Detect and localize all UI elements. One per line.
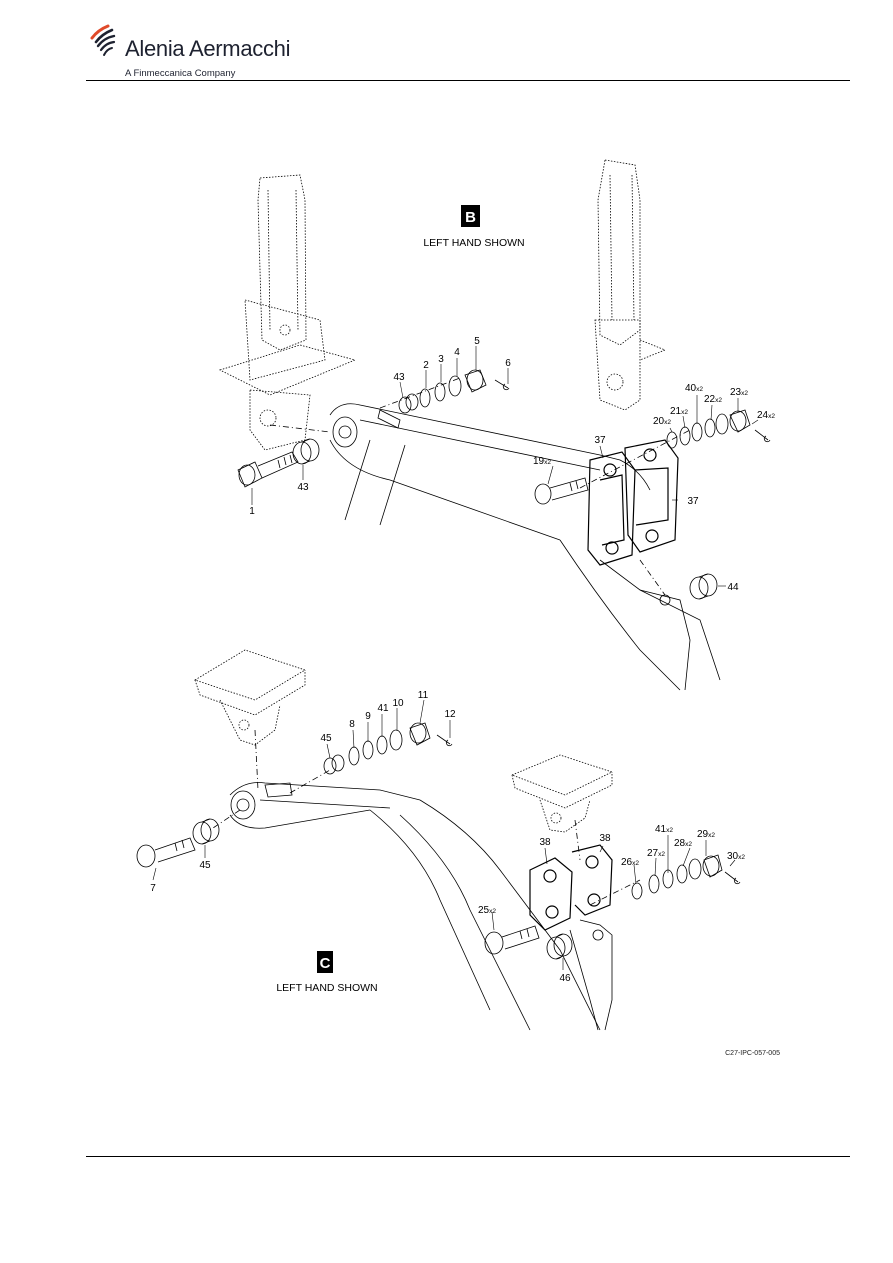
callout-label: 30x2: [727, 851, 745, 862]
company-name: Alenia Aermacchi: [125, 36, 291, 61]
callout-label: 38: [599, 833, 611, 844]
view-c-marker: [317, 951, 333, 973]
callout-label: 24x2: [757, 410, 775, 421]
callout-label: 43: [393, 372, 405, 383]
upper-right-fitting: [594, 159, 667, 411]
lower-right-fitting: [510, 754, 614, 833]
callout-label: 10: [392, 698, 404, 709]
company-logo-icon: [90, 24, 116, 56]
bolt-25: [484, 925, 540, 955]
callout-label: 37: [687, 496, 699, 507]
callout-label: 1: [249, 506, 255, 517]
callout-label: 41: [377, 703, 389, 714]
view-c-caption: LEFT HAND SHOWN: [276, 982, 377, 994]
upper-arm: [329, 403, 721, 691]
callout-label: 2: [423, 360, 429, 371]
callout-label: 19x2: [533, 456, 551, 467]
view-c-letter: C: [320, 955, 331, 972]
callout-label: 9: [365, 711, 371, 722]
callout-label: 7: [150, 883, 156, 894]
footer-rule: [86, 1156, 850, 1157]
callout-label: 22x2: [704, 394, 722, 405]
callout-label: 45: [320, 733, 332, 744]
callout-label: 26x2: [621, 857, 639, 868]
callout-label: 25x2: [478, 905, 496, 916]
plates-38: [529, 844, 613, 931]
view-b-marker: [461, 205, 480, 227]
callout-label: 44: [727, 582, 739, 593]
figure-code: C27-IPC-057-005: [725, 1050, 780, 1057]
callout-label: 41x2: [655, 824, 673, 835]
callout-label: 5: [474, 336, 480, 347]
bolt-19: [534, 477, 589, 505]
bushing-44: [689, 573, 718, 600]
lower-arm: [229, 782, 601, 1031]
upper-stack-left: [398, 369, 510, 414]
callout-label: 21x2: [670, 406, 688, 417]
callout-label: 3: [438, 354, 444, 365]
callout-label: 11: [418, 690, 429, 701]
callout-label: 6: [505, 358, 511, 369]
header-rule: [86, 80, 850, 81]
callout-label: 37: [594, 435, 606, 446]
bushing-45-lower: [192, 818, 220, 845]
callout-label: 29x2: [697, 829, 715, 840]
view-b-letter: B: [465, 209, 476, 226]
lower-left-fitting: [194, 649, 306, 746]
callout-label: 27x2: [647, 848, 665, 859]
company-subtitle: A Finmeccanica Company: [125, 68, 236, 79]
lower-link: [569, 919, 613, 1031]
lower-stack-right: [631, 854, 741, 900]
callout-label: 20x2: [653, 416, 671, 427]
callout-label: 38: [539, 837, 551, 848]
callout-label: 28x2: [674, 838, 692, 849]
upper-left-fitting: [218, 174, 357, 451]
lower-stack-left: [323, 722, 453, 775]
callout-label: 23x2: [730, 387, 748, 398]
callout-label: 8: [349, 719, 355, 730]
bolt-7: [136, 837, 196, 868]
callout-label: 4: [454, 347, 460, 358]
bushing-46: [546, 933, 573, 960]
callout-label: 45: [199, 860, 211, 871]
callout-label: 46: [559, 973, 571, 984]
leader-lines: [152, 346, 759, 970]
callout-label: 40x2: [685, 383, 703, 394]
callout-label: 43: [297, 482, 309, 493]
callout-labels: 1 43 43 2 3 4 5 6 37 37 19x2 20x2 21x2 4…: [150, 336, 775, 984]
bolt-1: [237, 451, 299, 488]
plates-37: [587, 439, 679, 566]
bushing-43-lower: [292, 438, 320, 465]
callout-label: 12: [444, 709, 456, 720]
view-b-caption: LEFT HAND SHOWN: [423, 237, 524, 249]
